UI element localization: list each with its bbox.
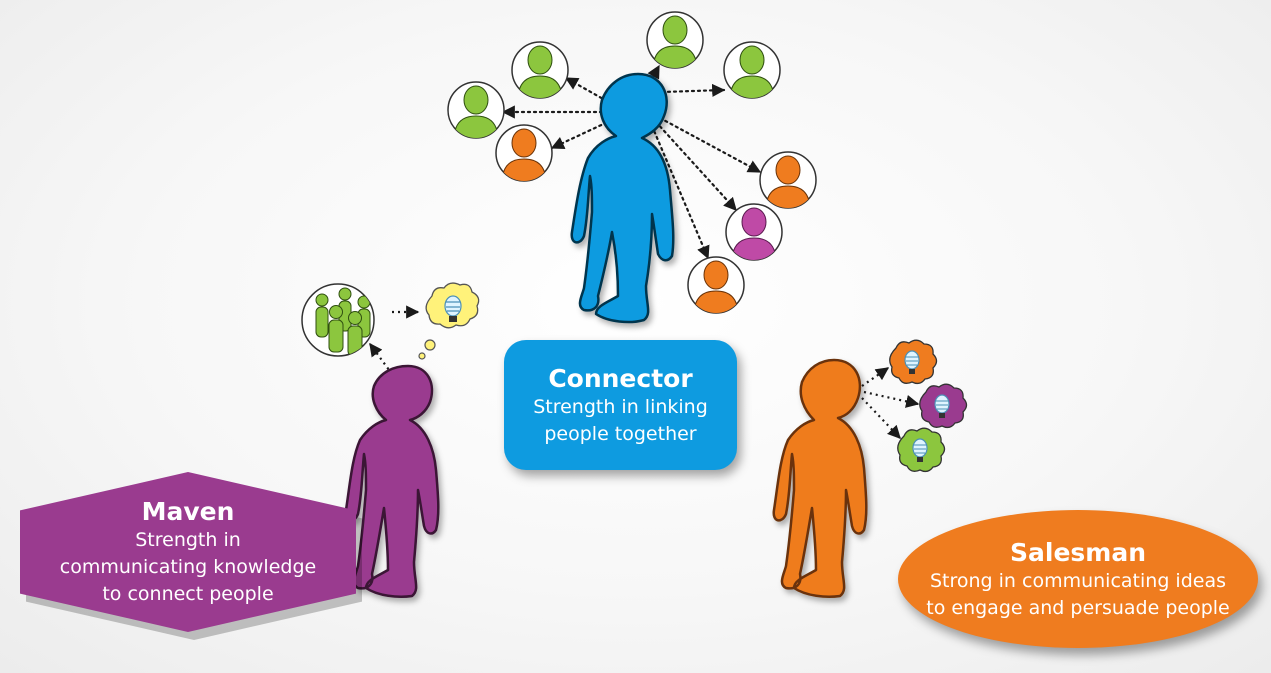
people-group-icon — [315, 287, 371, 356]
person-silhouette-icon — [703, 260, 729, 290]
contact-orange-1 — [495, 124, 553, 182]
maven-title: Maven — [141, 497, 235, 526]
contact-green-2 — [447, 81, 505, 139]
arrow-to-idea-orange — [861, 367, 890, 387]
light-bulb-icon — [934, 394, 950, 418]
idea-cloud-green — [897, 427, 946, 473]
idea-cloud-orange — [889, 339, 938, 385]
contact-orange-3 — [687, 256, 745, 314]
maven-label-box: Maven Strength in communicating knowledg… — [20, 472, 356, 632]
contact-green-1 — [511, 41, 569, 99]
maven-thoughts — [301, 282, 480, 375]
connector-body — [570, 72, 675, 324]
connector-desc-line-2: people together — [544, 422, 697, 445]
maven-desc-line-2: communicating knowledge — [59, 556, 317, 578]
salesman-desc-line-1: Strong in communicating ideas — [929, 569, 1226, 592]
person-silhouette-icon — [527, 45, 553, 75]
salesman-title: Salesman — [1010, 537, 1146, 567]
maven-arrow-to-network — [369, 342, 393, 375]
contact-green-4 — [723, 41, 781, 99]
person-silhouette-icon — [511, 128, 537, 158]
arrow-to-magenta-contact — [654, 120, 738, 212]
maven-figure — [344, 364, 440, 598]
arrow-to-green-contact-4 — [660, 83, 726, 97]
salesman-ideas — [889, 339, 968, 473]
light-bulb-icon — [904, 350, 920, 374]
arrow-to-orange-contact-2 — [658, 116, 762, 174]
arrow-to-idea-purple — [863, 390, 920, 408]
salesman-label-box: Salesman Strong in communicating ideas t… — [898, 510, 1258, 648]
arrow-to-green-contact-3 — [646, 64, 661, 88]
person-silhouette-icon — [662, 15, 688, 45]
arrow-to-orange-contact-1 — [550, 118, 614, 150]
contact-green-3 — [646, 11, 704, 69]
person-silhouette-icon — [463, 85, 489, 115]
arrow-to-idea-green — [861, 397, 901, 439]
contact-orange-2 — [759, 151, 817, 209]
person-silhouette-icon — [775, 155, 801, 185]
light-bulb-icon — [444, 295, 462, 322]
maven-desc-line-1: Strength in — [135, 529, 241, 551]
contact-magenta — [725, 203, 783, 261]
salesman-body — [772, 358, 868, 598]
salesman-figure — [772, 358, 868, 598]
arrow-to-orange-contact-3 — [650, 124, 710, 260]
maven-desc-line-3: to connect people — [102, 583, 274, 605]
person-silhouette-icon — [739, 45, 765, 75]
light-bulb-icon — [912, 438, 928, 462]
maven-thought-cloud — [418, 282, 480, 360]
connector-contacts — [447, 11, 817, 314]
connector-title: Connector — [548, 363, 693, 393]
connector-desc-line-1: Strength in linking — [533, 395, 708, 418]
connector-label-box: Connector Strength in linking people tog… — [504, 340, 737, 470]
person-silhouette-icon — [741, 207, 767, 237]
salesman-desc-line-2: to engage and persuade people — [926, 596, 1230, 619]
maven-body — [344, 364, 440, 598]
connector-figure — [570, 72, 675, 324]
maven-network-circle — [301, 283, 375, 357]
idea-cloud-purple — [919, 383, 968, 429]
connector-link-arrows — [501, 64, 762, 260]
